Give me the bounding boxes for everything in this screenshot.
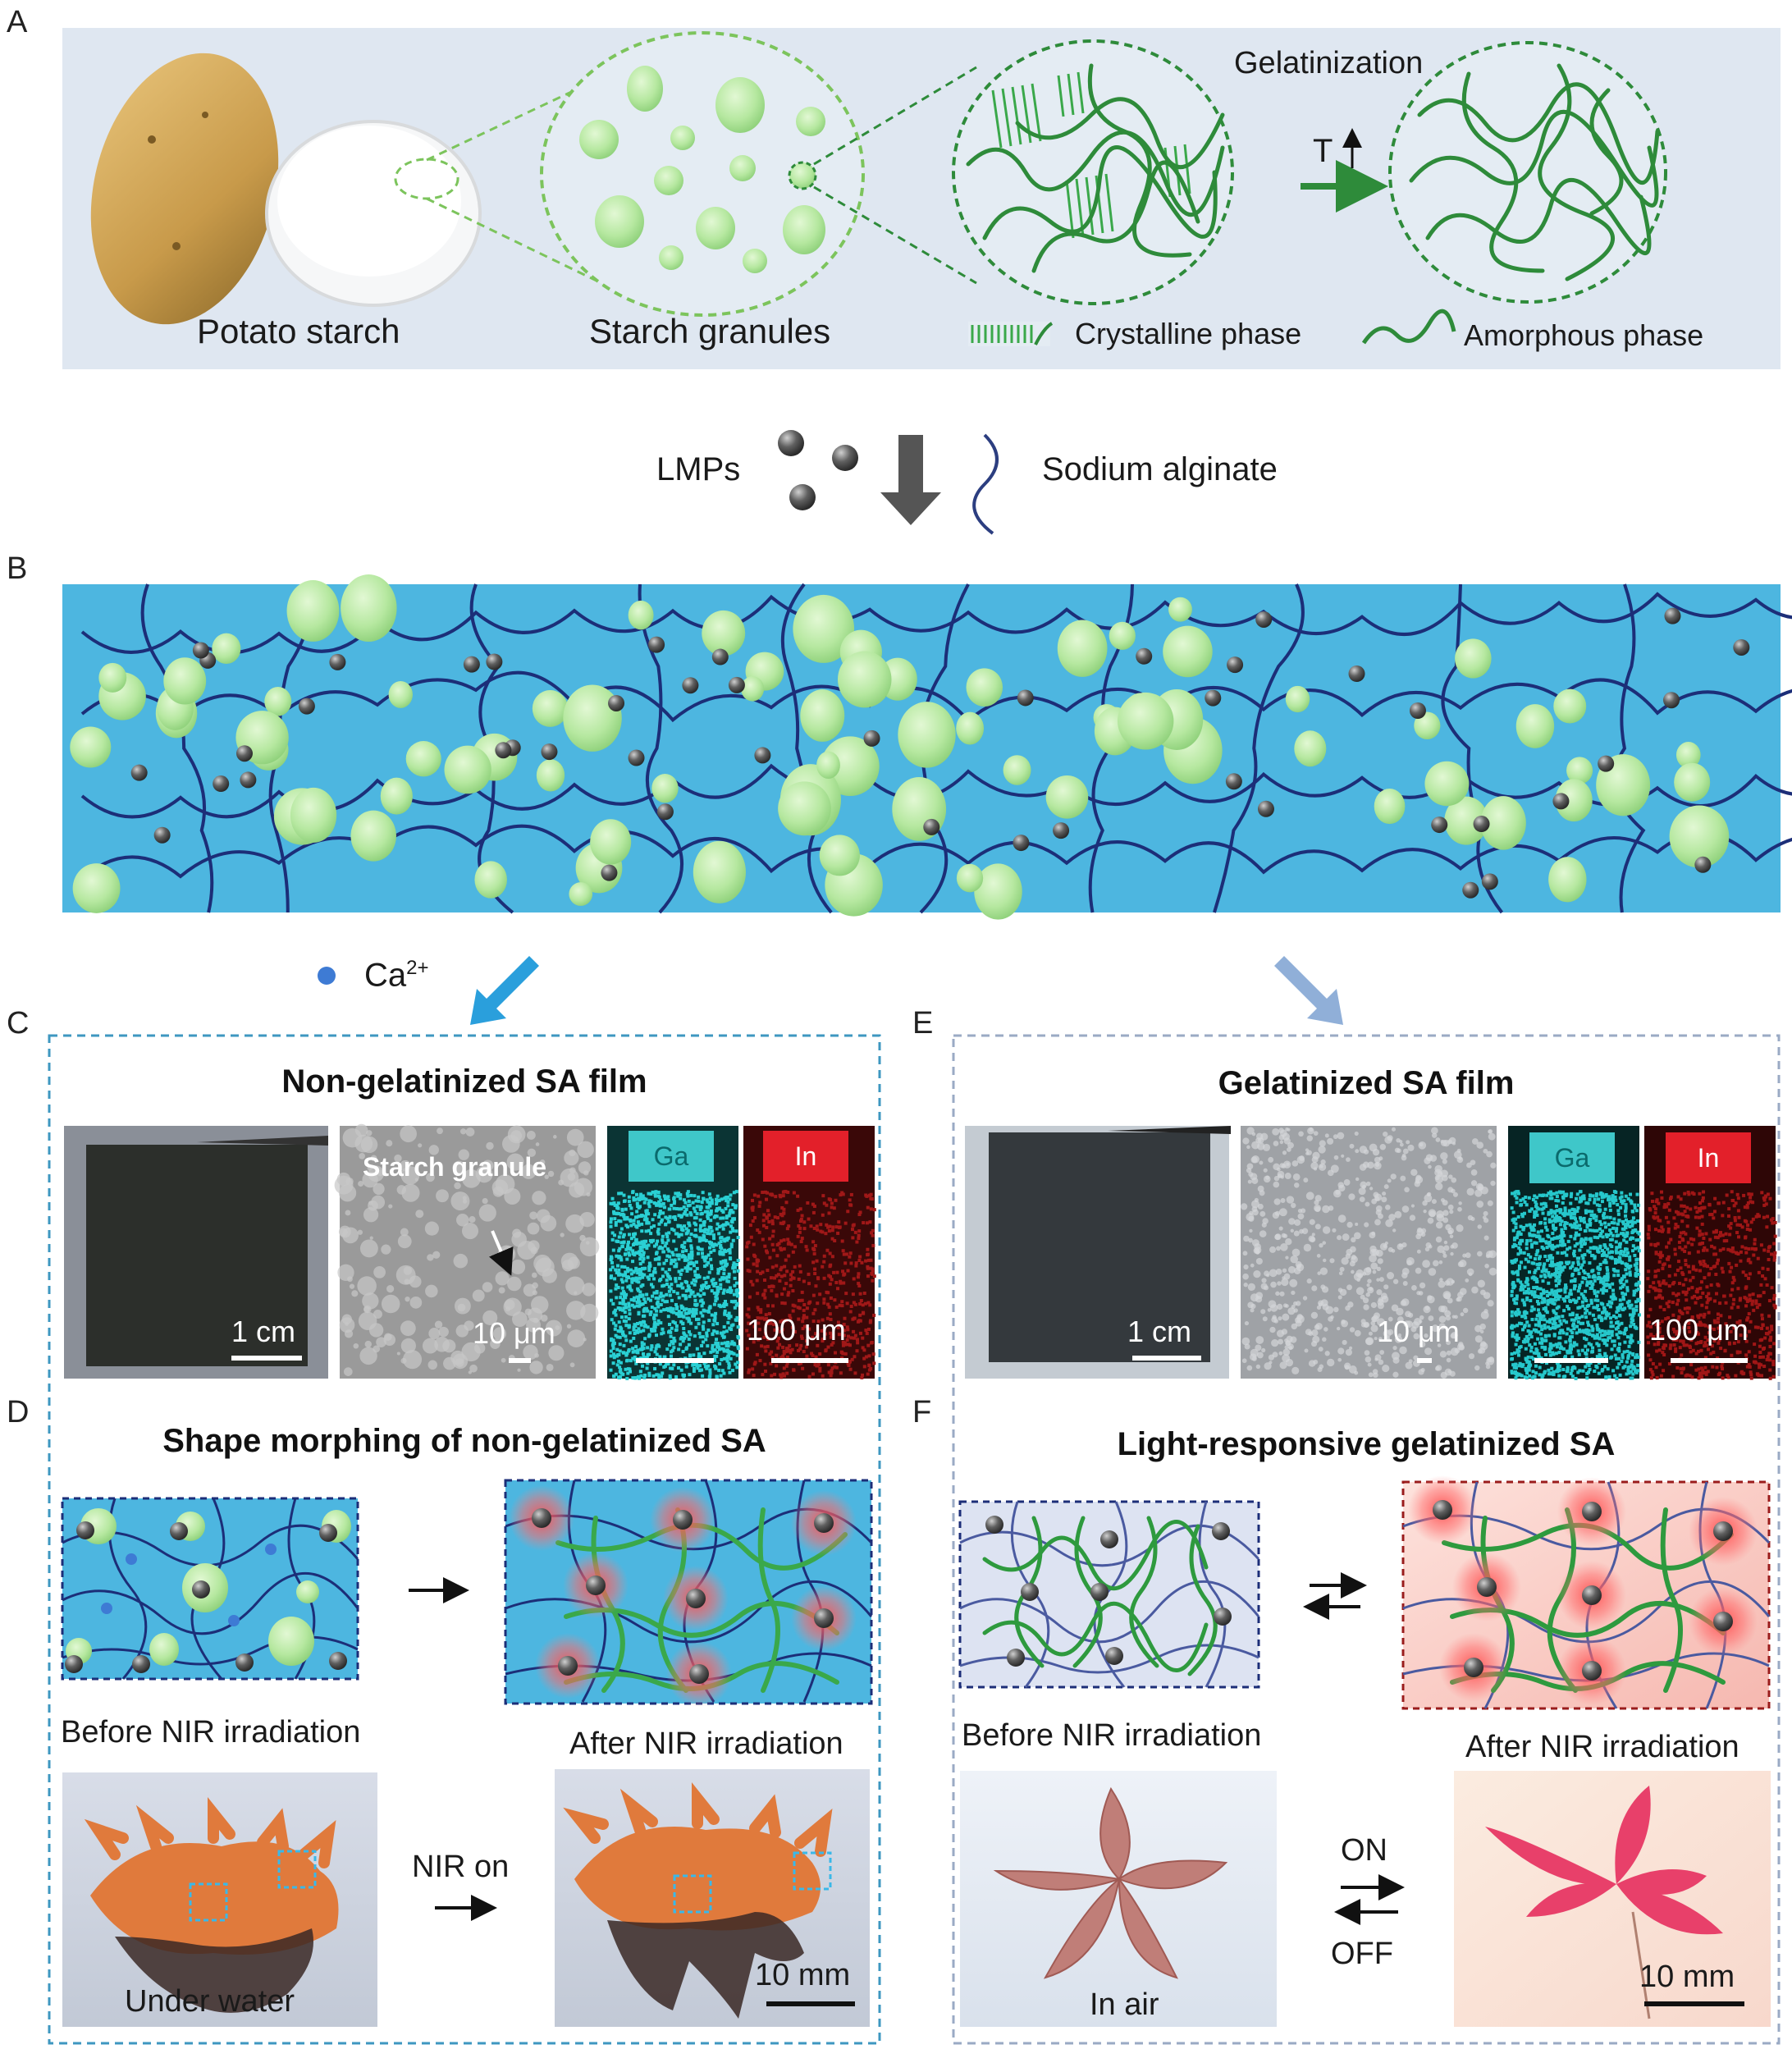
e-sem-scale-label: 10 μm — [1377, 1315, 1460, 1348]
off-label: OFF — [1331, 1937, 1393, 1971]
d-title: Shape morphing of non-gelatinized SA — [162, 1423, 766, 1459]
d-after-label: After NIR irradiation — [569, 1727, 843, 1761]
starch-granule-annotation: Starch granule — [363, 1152, 547, 1182]
lmps-particles-icon — [778, 430, 858, 510]
f-after-schematic — [1401, 1475, 1771, 1710]
panel-ef-frame — [952, 1034, 1781, 2045]
panel-label-e: E — [912, 1006, 934, 1041]
e-ga-badge: Ga — [1529, 1132, 1615, 1183]
d-before-label: Before NIR irradiation — [61, 1715, 361, 1749]
crystalline-structure-zoom — [952, 39, 1234, 305]
down-arrow-icon — [880, 435, 941, 525]
f-scale-label: 10 mm — [1639, 1960, 1735, 1994]
c-film-photo — [64, 1126, 328, 1379]
sodium-alginate-label: Sodium alginate — [1042, 451, 1278, 487]
starch-granules-zoom — [540, 31, 865, 317]
e-eds-scale-label: 100 μm — [1649, 1313, 1749, 1347]
crystalline-phase-icon — [968, 322, 1054, 346]
potato-photo — [90, 53, 482, 325]
lmps-label: LMPs — [656, 451, 741, 487]
amorphous-structure-zoom — [1388, 41, 1667, 304]
f-flower-after-photo — [1454, 1771, 1771, 2027]
amorphous-phase-icon — [1361, 309, 1456, 345]
panel-label-d: D — [7, 1395, 30, 1429]
e-sem-image — [1241, 1126, 1497, 1379]
on-label: ON — [1341, 1833, 1387, 1868]
panel-label-b: B — [7, 551, 28, 586]
f-on-off-arrows-icon — [1334, 1874, 1405, 1925]
potato-starch-label: Potato starch — [197, 312, 400, 350]
in-air-label: In air — [1090, 1987, 1159, 2022]
d-crab-before-photo — [62, 1772, 377, 2027]
calcium-ion-dot — [318, 967, 336, 985]
e-title: Gelatinized SA film — [1218, 1065, 1515, 1101]
nir-on-label: NIR on — [412, 1850, 510, 1884]
c-title: Non-gelatinized SA film — [281, 1063, 647, 1100]
left-down-arrow-icon — [470, 956, 539, 1025]
under-water-label: Under water — [125, 1984, 295, 2019]
gelatinization-label: Gelatinization — [1234, 46, 1424, 80]
crystalline-phase-label: Crystalline phase — [1075, 317, 1302, 350]
panel-label-c: C — [7, 1006, 30, 1041]
f-after-label: After NIR irradiation — [1465, 1730, 1739, 1764]
d-scale-label: 10 mm — [755, 1958, 851, 1992]
e-film-photo — [965, 1126, 1231, 1379]
right-down-arrow-icon — [1274, 956, 1343, 1025]
temperature-label: T — [1313, 133, 1333, 169]
d-before-schematic — [61, 1497, 359, 1681]
f-reversible-arrows-icon — [1303, 1572, 1367, 1620]
composite-matrix-panel — [62, 574, 1792, 920]
c-in-badge: In — [763, 1131, 848, 1182]
panel-label-a: A — [7, 5, 28, 39]
calcium-ion-label: Ca2+ — [364, 957, 429, 994]
e-in-badge: In — [1666, 1132, 1751, 1183]
d-after-schematic — [504, 1479, 873, 1707]
c-ga-badge: Ga — [629, 1131, 714, 1182]
c-sem-scale-label: 10 μm — [473, 1316, 555, 1350]
c-eds-scale-label: 100 μm — [747, 1313, 846, 1347]
f-before-schematic — [958, 1500, 1260, 1689]
f-before-label: Before NIR irradiation — [962, 1718, 1262, 1753]
f-flower-before-photo — [960, 1771, 1277, 2027]
f-title: Light-responsive gelatinized SA — [1117, 1426, 1616, 1462]
sodium-alginate-icon — [972, 433, 999, 535]
panel-label-f: F — [912, 1395, 932, 1429]
c-photo-scale-label: 1 cm — [231, 1315, 296, 1348]
e-photo-scale-label: 1 cm — [1127, 1315, 1192, 1348]
panel-cd-frame — [48, 1034, 881, 2045]
c-sem-image — [334, 1123, 600, 1379]
starch-granules-label: Starch granules — [589, 312, 831, 350]
d-crab-after-photo — [555, 1769, 870, 2027]
amorphous-phase-label: Amorphous phase — [1464, 318, 1704, 352]
